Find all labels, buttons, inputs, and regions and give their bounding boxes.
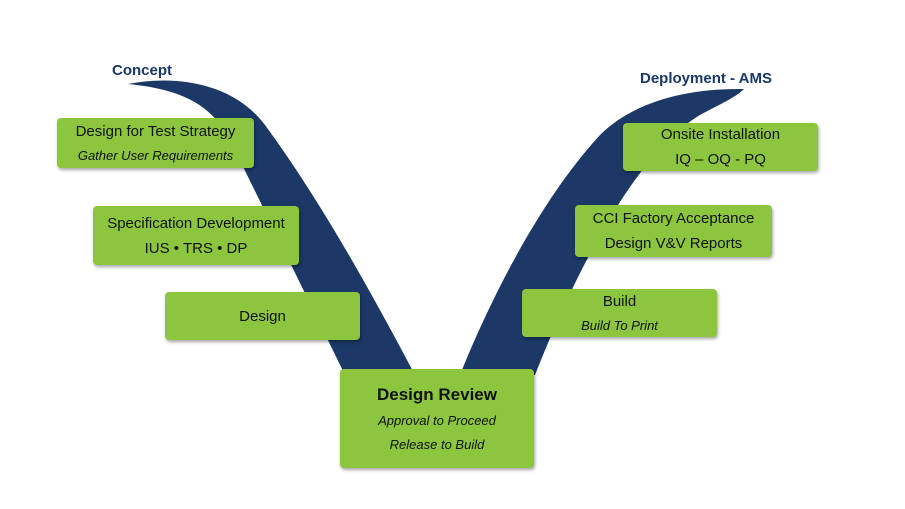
- design-review-title: Design Review: [377, 384, 497, 404]
- design-review-line1: Approval to Proceed: [378, 412, 496, 428]
- onsite-installation-sub: IQ – OQ - PQ: [675, 151, 766, 168]
- specification-development-sub: IUS • TRS • DP: [144, 239, 248, 257]
- cci-factory-acceptance-title: CCI Factory Acceptance: [592, 210, 755, 227]
- build-box: Build Build To Print: [522, 289, 717, 337]
- design-for-test-sub: Gather User Requirements: [77, 147, 234, 163]
- design-title: Design: [239, 307, 286, 325]
- onsite-installation-box: Onsite Installation IQ – OQ - PQ: [623, 123, 818, 171]
- concept-label: Concept: [112, 62, 172, 79]
- design-review-line2: Release to Build: [389, 436, 485, 452]
- specification-development-box: Specification Development IUS • TRS • DP: [93, 206, 299, 265]
- specification-development-title: Specification Development: [107, 214, 285, 232]
- design-review-box: Design Review Approval to Proceed Releas…: [340, 369, 534, 468]
- design-box: Design: [165, 292, 360, 340]
- design-for-test-box: Design for Test Strategy Gather User Req…: [57, 118, 254, 168]
- deployment-label: Deployment - AMS: [640, 70, 772, 87]
- build-title: Build: [602, 292, 637, 310]
- design-for-test-title: Design for Test Strategy: [75, 122, 236, 140]
- cci-factory-acceptance-sub: Design V&V Reports: [604, 235, 743, 252]
- onsite-installation-title: Onsite Installation: [660, 126, 781, 143]
- cci-factory-acceptance-box: CCI Factory Acceptance Design V&V Report…: [575, 205, 772, 257]
- build-sub: Build To Print: [581, 317, 658, 333]
